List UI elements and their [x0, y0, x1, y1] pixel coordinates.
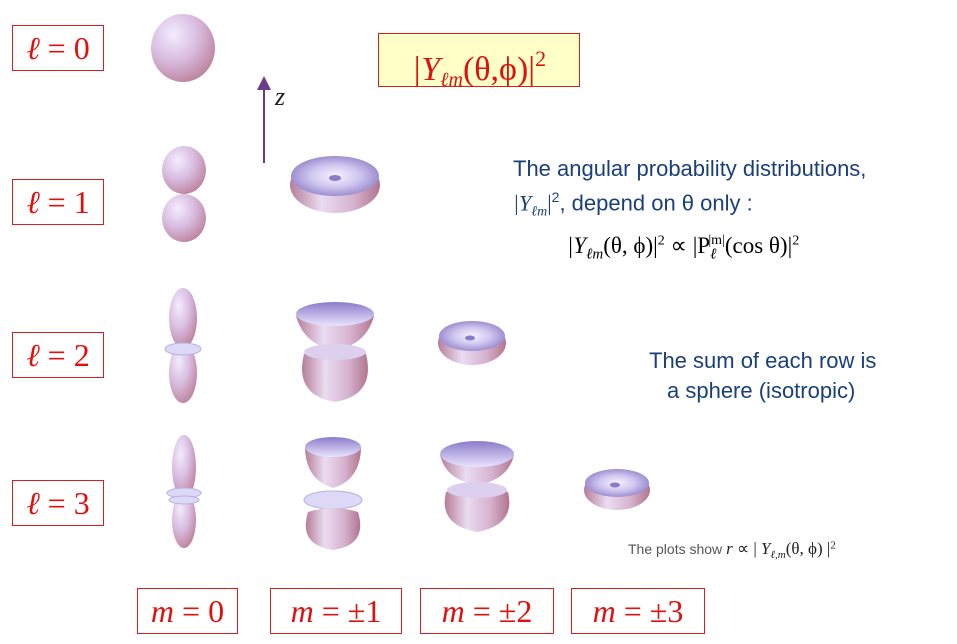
- plot-note-y: Y: [761, 539, 771, 558]
- orbital-l2-m0: [164, 288, 202, 403]
- isotropic-note-line2: a sphere (isotropic): [667, 378, 856, 403]
- row-label-l0-value: = 0: [39, 30, 90, 66]
- col-label-m3-value: = ±3: [615, 593, 684, 629]
- title-power: 2: [535, 46, 547, 71]
- plot-note-prop: ∝ |: [732, 539, 761, 558]
- z-axis-label: z: [275, 82, 286, 111]
- plot-note-power: 2: [830, 539, 836, 552]
- orbital-l3-m0: [166, 435, 202, 548]
- isotropic-note-line1: The sum of each row is: [649, 348, 877, 373]
- formula-y-bar: |Y: [567, 233, 587, 258]
- title-formula-box: |Yℓm(θ,ϕ)|2: [378, 33, 580, 91]
- orbital-l2-m2: [438, 321, 506, 365]
- explanation-line1: The angular probability distributions,: [513, 156, 867, 181]
- explanation-line2-text: , depend on θ only :: [559, 190, 753, 216]
- col-label-m0-symbol: m: [150, 593, 175, 629]
- col-label-m0: m = 0: [137, 588, 238, 634]
- col-label-m1: m = ±1: [270, 588, 402, 634]
- z-axis-arrow: [257, 76, 271, 163]
- col-label-m2: m = ±2: [420, 588, 554, 634]
- orbital-l0-m0: [151, 14, 215, 82]
- orbital-l1-m1: [290, 156, 380, 213]
- col-label-m1-symbol: m: [290, 593, 314, 629]
- formula-cos: (cos θ)|: [724, 233, 793, 258]
- row-label-l3: ℓ = 3: [12, 480, 104, 526]
- row-label-l0: ℓ = 0: [12, 25, 104, 71]
- formula-p-subscript: ℓ: [710, 246, 717, 263]
- row-label-l3-value: = 3: [39, 485, 90, 521]
- row-label-l3-symbol: ℓ: [26, 485, 40, 521]
- explanation-line2: |Yℓm|2, depend on θ only :: [513, 189, 753, 221]
- formula-y-subscript: ℓm: [586, 246, 604, 263]
- explanation-y-power: 2: [551, 189, 560, 205]
- title-subscript: ℓm: [440, 69, 463, 91]
- col-label-m1-value: = ±1: [313, 593, 382, 629]
- orbital-l1-m0: [162, 146, 206, 242]
- col-label-m0-value: = 0: [174, 593, 225, 629]
- orbital-l3-m2: [440, 441, 514, 532]
- orbital-l2-m1: [296, 302, 374, 402]
- explanation-formula: |Yℓm(θ, ϕ)|2 ∝ |Pℓ|m|(cos θ)|2: [567, 233, 799, 264]
- title-prefix: |Y: [411, 51, 441, 88]
- explanation-y-subscript: ℓm: [531, 204, 548, 220]
- plot-note-r: r: [726, 539, 733, 558]
- plot-note: The plots show r ∝ | Yℓ,m(θ, ϕ) |2: [628, 539, 836, 561]
- col-label-m2-symbol: m: [441, 593, 465, 629]
- formula-p-superscript: |m|: [708, 233, 725, 249]
- plot-note-args: (θ, ϕ) |: [785, 539, 831, 558]
- formula-y-power: 2: [657, 233, 665, 249]
- row-label-l1: ℓ = 1: [12, 179, 104, 225]
- formula-proportional: ∝ |P: [664, 233, 711, 258]
- row-label-l2: ℓ = 2: [12, 332, 104, 378]
- row-label-l1-symbol: ℓ: [26, 184, 40, 220]
- explanation-y-symbol: |Y: [513, 190, 532, 216]
- formula-cos-power: 2: [792, 233, 800, 249]
- plot-note-text: The plots show: [628, 541, 727, 557]
- plot-note-y-subscript: ℓ,m: [770, 548, 786, 561]
- row-label-l2-symbol: ℓ: [26, 337, 40, 373]
- orbital-l3-m3: [584, 469, 650, 510]
- explanation-y-bar: |: [547, 190, 552, 216]
- col-label-m3-symbol: m: [592, 593, 616, 629]
- row-label-l2-value: = 2: [39, 337, 90, 373]
- row-label-l0-symbol: ℓ: [26, 30, 40, 66]
- col-label-m3: m = ±3: [571, 588, 705, 634]
- row-label-l1-value: = 1: [39, 184, 90, 220]
- formula-y-args: (θ, ϕ)|: [603, 233, 658, 258]
- col-label-m2-value: = ±2: [464, 593, 533, 629]
- title-args: (θ,ϕ)|: [462, 51, 536, 88]
- orbital-l3-m1: [303, 437, 363, 550]
